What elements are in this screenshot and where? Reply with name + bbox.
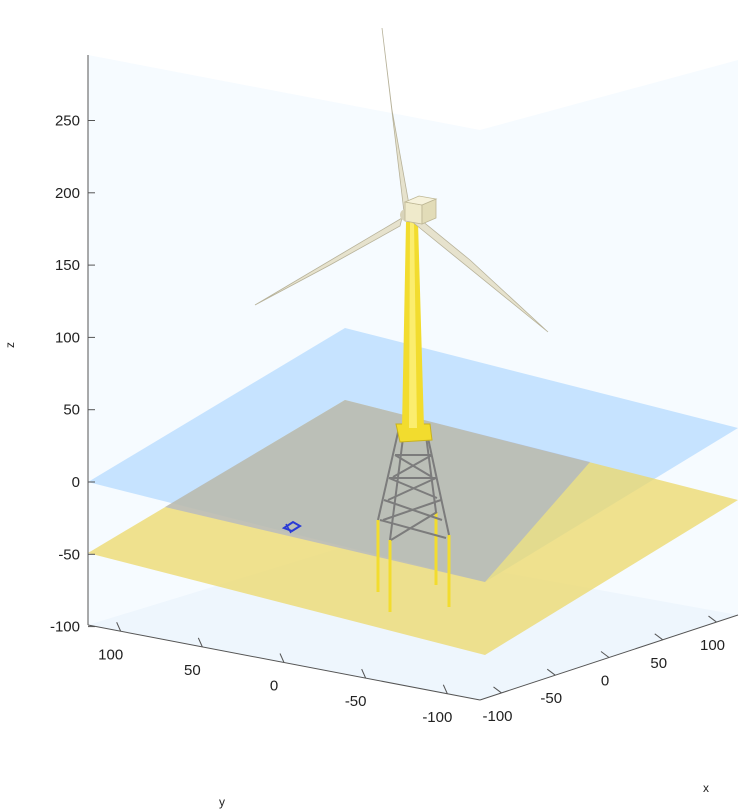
y-tick-mark xyxy=(197,637,203,648)
x-tick-mark xyxy=(600,651,610,658)
y-axis-label: y xyxy=(219,795,225,809)
y-tick-mark xyxy=(361,668,367,679)
y-axis-ticks: 100 50 0 -50 -100 xyxy=(98,622,452,726)
z-tick-label: 50 xyxy=(63,402,80,419)
y-tick-mark xyxy=(442,684,448,694)
jacket-brace xyxy=(382,499,442,521)
x-tick-label: 100 xyxy=(700,637,725,654)
y-tick-label: -100 xyxy=(422,709,452,726)
z-tick-label: 100 xyxy=(55,329,80,346)
jacket-leg xyxy=(424,427,437,513)
x-axis-label: x xyxy=(703,781,709,795)
x-tick-mark xyxy=(654,633,664,641)
nacelle-top xyxy=(403,195,438,206)
rotor xyxy=(254,27,549,333)
y-tick-mark xyxy=(279,653,285,663)
jacket-brace xyxy=(390,511,438,541)
x-tick-mark xyxy=(708,615,717,623)
y-tick-mark xyxy=(116,622,122,632)
z-tick-label: -50 xyxy=(58,546,80,563)
x-axis-ticks: 100 50 0 -50 -100 xyxy=(482,615,725,725)
y-tick-label: 100 xyxy=(98,646,123,663)
nacelle-front xyxy=(404,201,423,225)
x-tick-mark xyxy=(493,686,502,694)
z-axis-ticks: 250 200 150 100 50 0 -50 -100 xyxy=(50,113,95,636)
jacket-brace xyxy=(392,454,433,478)
y-tick-label: 50 xyxy=(184,662,201,679)
z-tick-label: -100 xyxy=(50,619,80,636)
z-tick-label: 0 xyxy=(72,474,80,491)
nacelle xyxy=(403,195,438,225)
jacket-brace xyxy=(379,519,447,539)
x-tick-label: 50 xyxy=(650,655,667,672)
blue-marker xyxy=(281,520,302,534)
z-axis-label: z xyxy=(3,342,17,348)
jacket-brace xyxy=(387,477,437,501)
jacket-leg xyxy=(377,427,400,521)
x-tick-mark xyxy=(546,668,556,676)
z-tick-label: 200 xyxy=(55,185,80,202)
jacket-structure xyxy=(377,427,450,541)
x-tick-label: -100 xyxy=(482,708,512,725)
foundation-piles xyxy=(376,512,451,612)
x-tick-label: 0 xyxy=(601,673,609,690)
marker-arrow xyxy=(285,523,292,534)
y-tick-label: 0 xyxy=(270,678,278,695)
z-tick-label: 250 xyxy=(55,113,80,130)
rotor-blade-left xyxy=(254,217,403,306)
z-tick-label: 150 xyxy=(55,257,80,274)
tower-highlight xyxy=(409,222,417,428)
underwater-volume-tint xyxy=(165,400,590,582)
y-tick-label: -50 xyxy=(345,693,367,710)
x-tick-label: -50 xyxy=(540,690,562,707)
